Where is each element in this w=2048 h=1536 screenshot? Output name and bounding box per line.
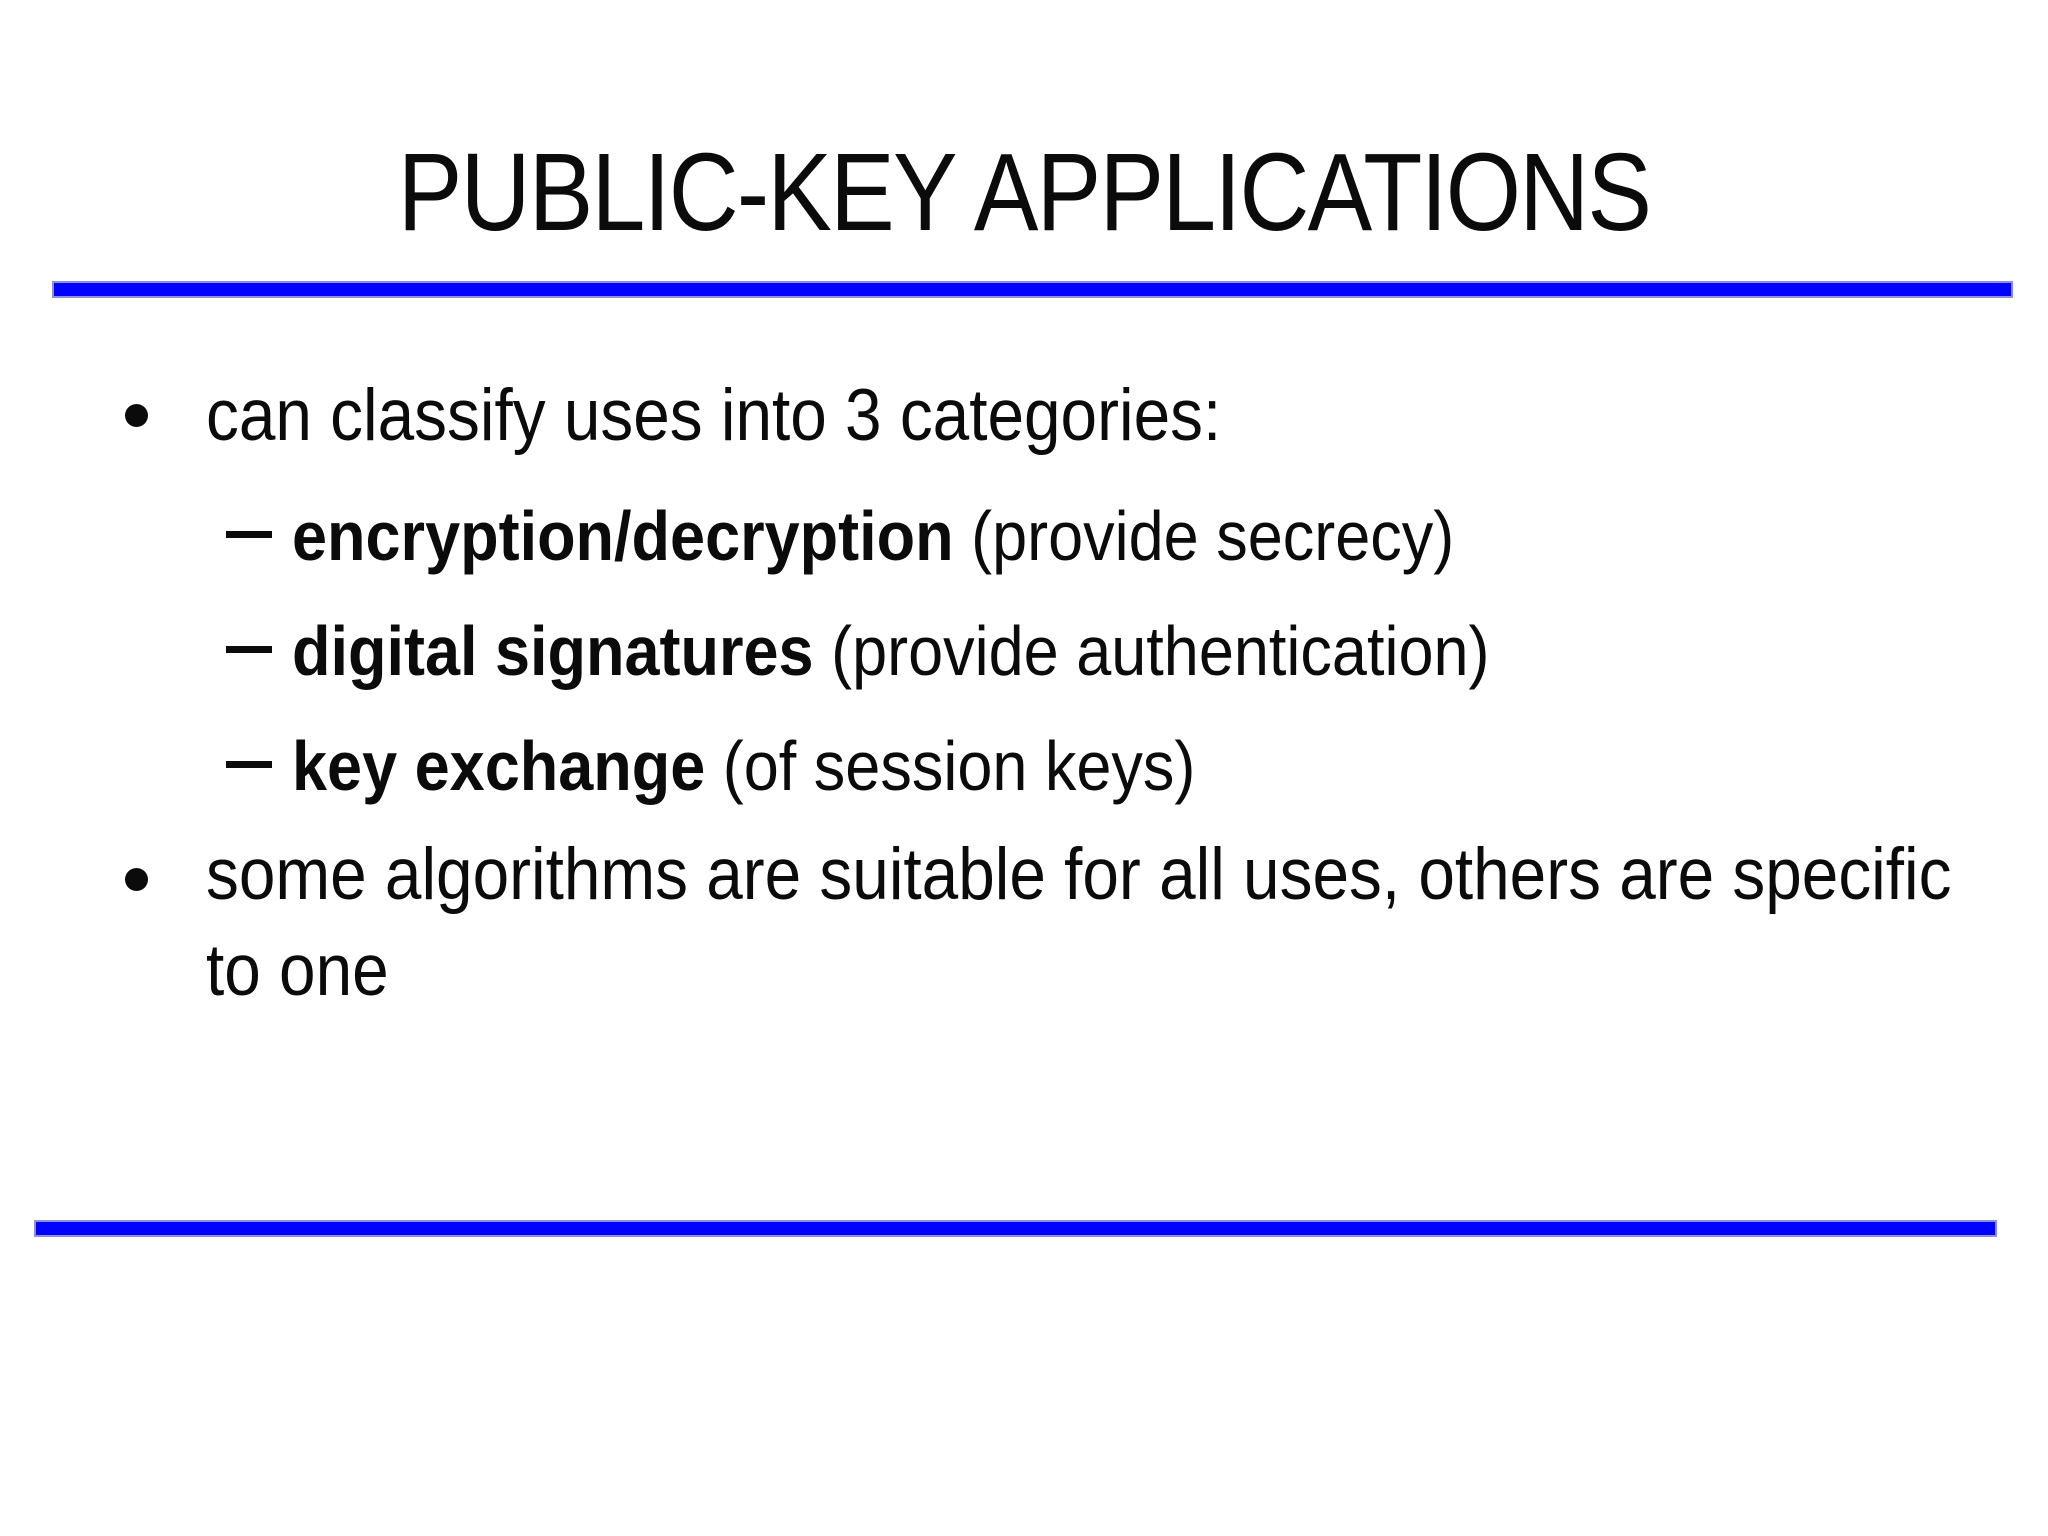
sub-bullet-1-term: encryption/decryption — [292, 497, 954, 575]
sub-bullet-2-note: (provide authentication) — [813, 612, 1490, 690]
slide-title: PUBLIC-KEY APPLICATIONS — [397, 131, 1652, 254]
sub-bullet-item-3: key exchange (of session keys) — [292, 731, 1195, 801]
sub-bullet-1-note: (provide secrecy) — [953, 497, 1455, 575]
bullet-item-2: some algorithms are suitable for all use… — [206, 834, 1952, 1011]
dash-icon — [226, 646, 272, 653]
sub-bullet-3-term: key exchange — [292, 727, 706, 805]
bullet-dot-icon — [125, 868, 148, 891]
bullet-dot-icon — [125, 404, 148, 427]
dash-icon — [226, 531, 272, 538]
title-rule — [52, 281, 2013, 298]
bullet-item-1: can classify uses into 3 categories: — [206, 375, 1222, 456]
sub-bullet-item-2: digital signatures (provide authenticati… — [292, 616, 1490, 686]
sub-bullet-2-term: digital signatures — [292, 612, 814, 690]
sub-bullet-3-note: (of session keys) — [705, 727, 1196, 805]
sub-bullet-item-1: encryption/decryption (provide secrecy) — [292, 501, 1454, 571]
dash-icon — [226, 761, 272, 768]
footer-rule — [34, 1220, 1997, 1237]
